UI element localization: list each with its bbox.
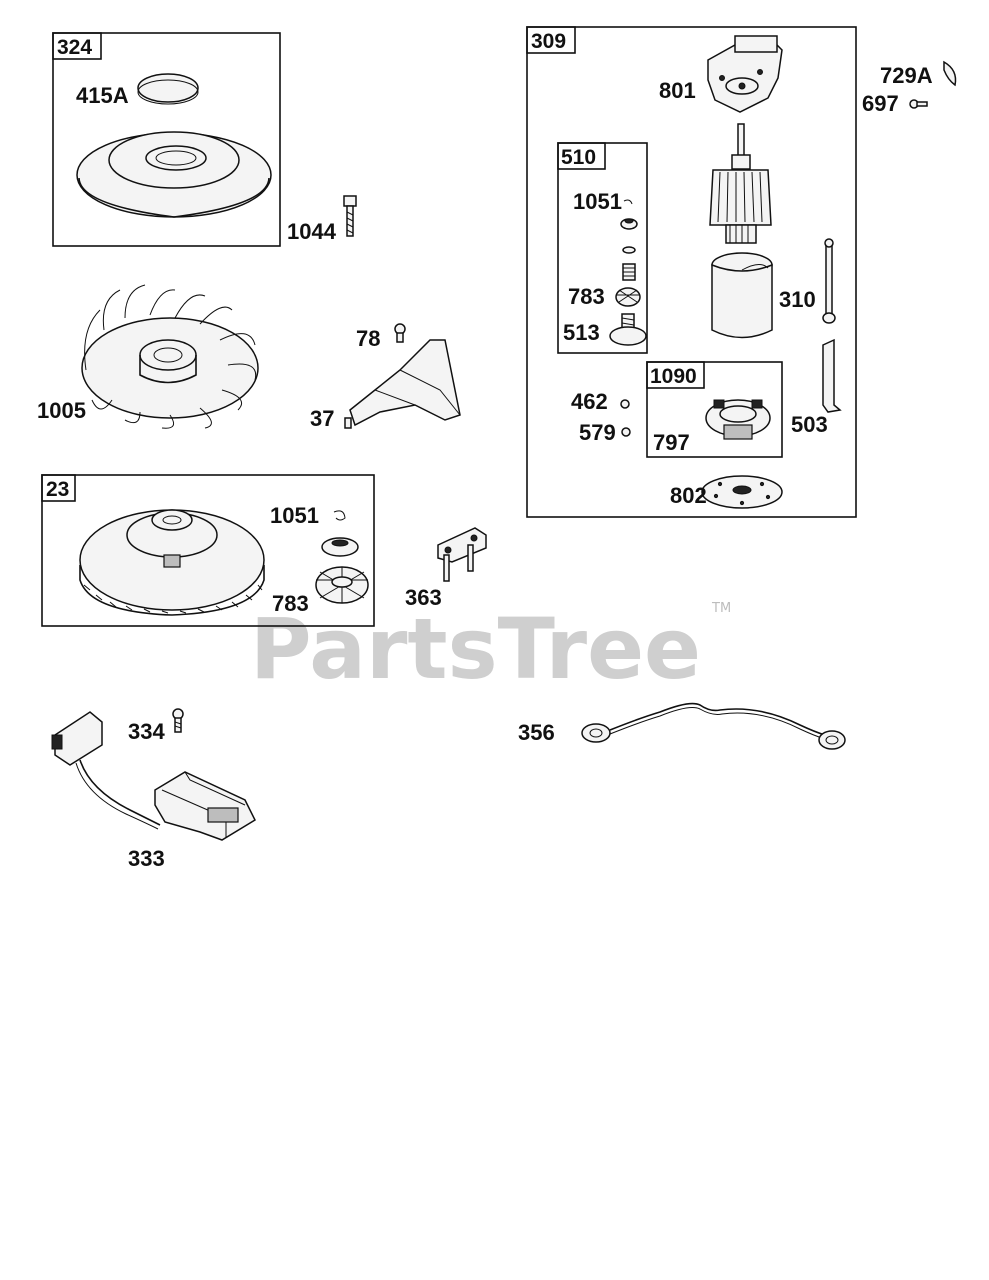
part-333-ignition-module[interactable] [51, 711, 256, 841]
part-334-screw[interactable] [172, 708, 184, 733]
part-1005-fan[interactable] [81, 284, 259, 429]
part-23-flywheel[interactable] [79, 509, 265, 616]
callout-1005[interactable]: 1005 [37, 398, 86, 423]
part-310-thru-bolt[interactable] [822, 238, 836, 324]
callout-801[interactable]: 801 [659, 78, 696, 103]
callout-310[interactable]: 310 [779, 287, 816, 312]
callout-513[interactable]: 513 [563, 320, 600, 345]
box-1090-label: 1090 [650, 365, 697, 388]
part-356-ground-wire[interactable] [581, 702, 846, 750]
box-510-label: 510 [561, 146, 596, 169]
part-802-plate[interactable] [701, 475, 783, 509]
callout-415A[interactable]: 415A [76, 83, 129, 108]
callout-697[interactable]: 697 [862, 91, 899, 116]
part-78-screw[interactable] [394, 323, 406, 343]
callout-1051-a[interactable]: 1051 [573, 189, 622, 214]
callout-334[interactable]: 334 [128, 719, 165, 744]
part-797-brush-holder[interactable] [705, 399, 771, 440]
part-324-blower-housing[interactable] [76, 131, 272, 218]
part-363-bracket[interactable] [437, 527, 487, 582]
part-729A-clip[interactable] [943, 60, 957, 87]
part-783-b-gear[interactable] [315, 566, 369, 604]
part-1044-screw[interactable] [343, 195, 357, 237]
part-1051-a-clip[interactable] [623, 199, 633, 205]
part-310-motor-housing[interactable] [711, 252, 773, 339]
part-513-drive[interactable] [609, 313, 647, 346]
part-washer-a[interactable] [622, 246, 636, 254]
box-324: 324 [52, 32, 281, 247]
box-309: 309 [526, 26, 857, 518]
callout-783-b[interactable]: 783 [272, 591, 309, 616]
box-510: 510 [557, 142, 648, 354]
watermark: PartsTree [250, 600, 701, 698]
callout-802[interactable]: 802 [670, 483, 707, 508]
callout-363[interactable]: 363 [405, 585, 442, 610]
callout-1044[interactable]: 1044 [287, 219, 337, 244]
part-retainer-a[interactable] [620, 218, 638, 230]
callout-579[interactable]: 579 [579, 420, 616, 445]
part-503-strip[interactable] [822, 338, 842, 413]
part-462-washer[interactable] [620, 399, 630, 409]
part-retainer-b[interactable] [321, 537, 359, 557]
part-579-nut[interactable] [621, 427, 631, 437]
part-37-baffle[interactable] [344, 339, 461, 429]
callout-797[interactable]: 797 [653, 430, 690, 455]
callout-462[interactable]: 462 [571, 389, 608, 414]
callout-356[interactable]: 356 [518, 720, 555, 745]
part-783-a-gear[interactable] [615, 287, 641, 307]
callout-37[interactable]: 37 [310, 406, 334, 431]
part-697-screw[interactable] [909, 99, 928, 109]
callout-78[interactable]: 78 [356, 326, 380, 351]
watermark-trademark: TM [711, 601, 731, 616]
callout-1051-b[interactable]: 1051 [270, 503, 319, 528]
callout-333[interactable]: 333 [128, 846, 165, 871]
callout-783-a[interactable]: 783 [568, 284, 605, 309]
part-spring-a[interactable] [622, 263, 636, 281]
part-415A-cap[interactable] [137, 73, 199, 105]
box-23: 23 [41, 474, 375, 627]
part-1051-b-clip[interactable] [333, 510, 346, 521]
callout-729A[interactable]: 729A [880, 63, 933, 88]
part-armature[interactable] [709, 123, 772, 244]
callout-503[interactable]: 503 [791, 412, 828, 437]
box-23-label: 23 [46, 478, 69, 501]
box-1090: 1090 [646, 361, 783, 458]
box-324-label: 324 [57, 36, 92, 59]
part-801-end-cap[interactable] [707, 35, 783, 113]
box-309-label: 309 [531, 30, 566, 53]
